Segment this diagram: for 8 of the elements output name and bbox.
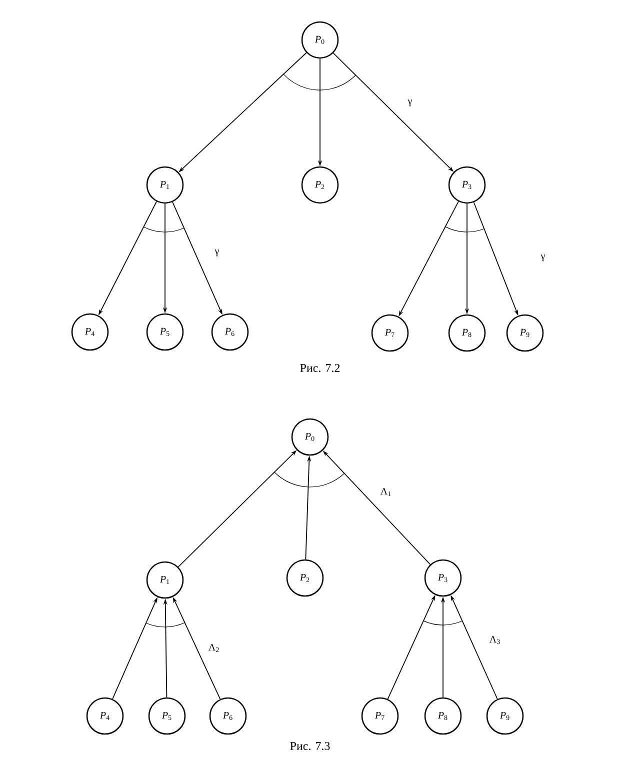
edge-label: Λ$_{2}$ [207,642,221,654]
edge-label: γ [406,98,414,108]
figure-caption: Рис. 7.3 [290,742,330,750]
edge-label: γ [540,254,546,262]
edge-label: γ [214,248,220,258]
edge-label: Λ$_{1}$ [379,486,393,498]
edge-label: Λ$_{3}$ [488,634,502,646]
figure-caption: Рис. 7.2 [300,364,340,372]
